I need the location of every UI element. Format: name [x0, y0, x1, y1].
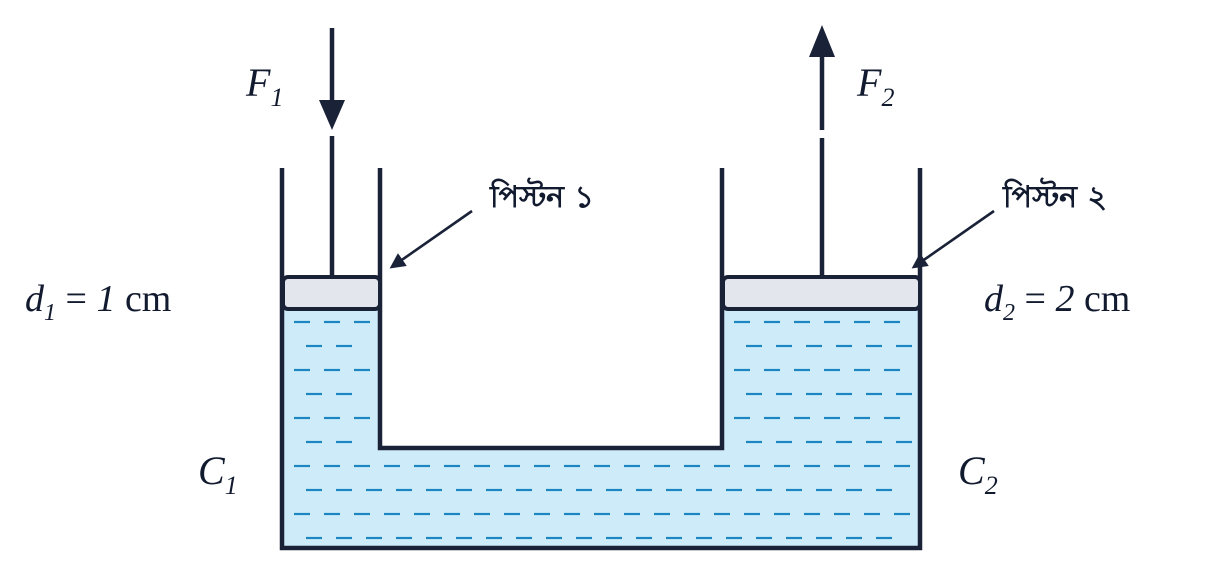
piston-1-label: পিস্টন ১: [489, 177, 594, 215]
c1-label: C1: [198, 448, 238, 500]
arrow-down-icon: [319, 100, 345, 130]
fluid-dashes: [294, 320, 912, 540]
c2-label: C2: [958, 448, 998, 500]
piston-2: [721, 275, 922, 311]
d2-label: d2 = 2 cm: [984, 278, 1130, 326]
force-arrow-f1: [319, 28, 345, 130]
outer-wall: [279, 168, 923, 551]
fluid: [282, 310, 920, 548]
piston-2-label: পিস্টন ২: [1002, 177, 1107, 215]
d1-label: d1 = 1 cm: [25, 278, 171, 326]
f1-label: F1: [245, 60, 283, 112]
force-arrow-f2: [809, 25, 835, 130]
arrow-up-icon: [809, 25, 835, 57]
f2-label: F2: [856, 60, 894, 112]
piston-1: [281, 275, 382, 311]
pointer-arrow-piston-2: [911, 209, 995, 269]
pointer-arrow-piston-1: [389, 209, 473, 269]
